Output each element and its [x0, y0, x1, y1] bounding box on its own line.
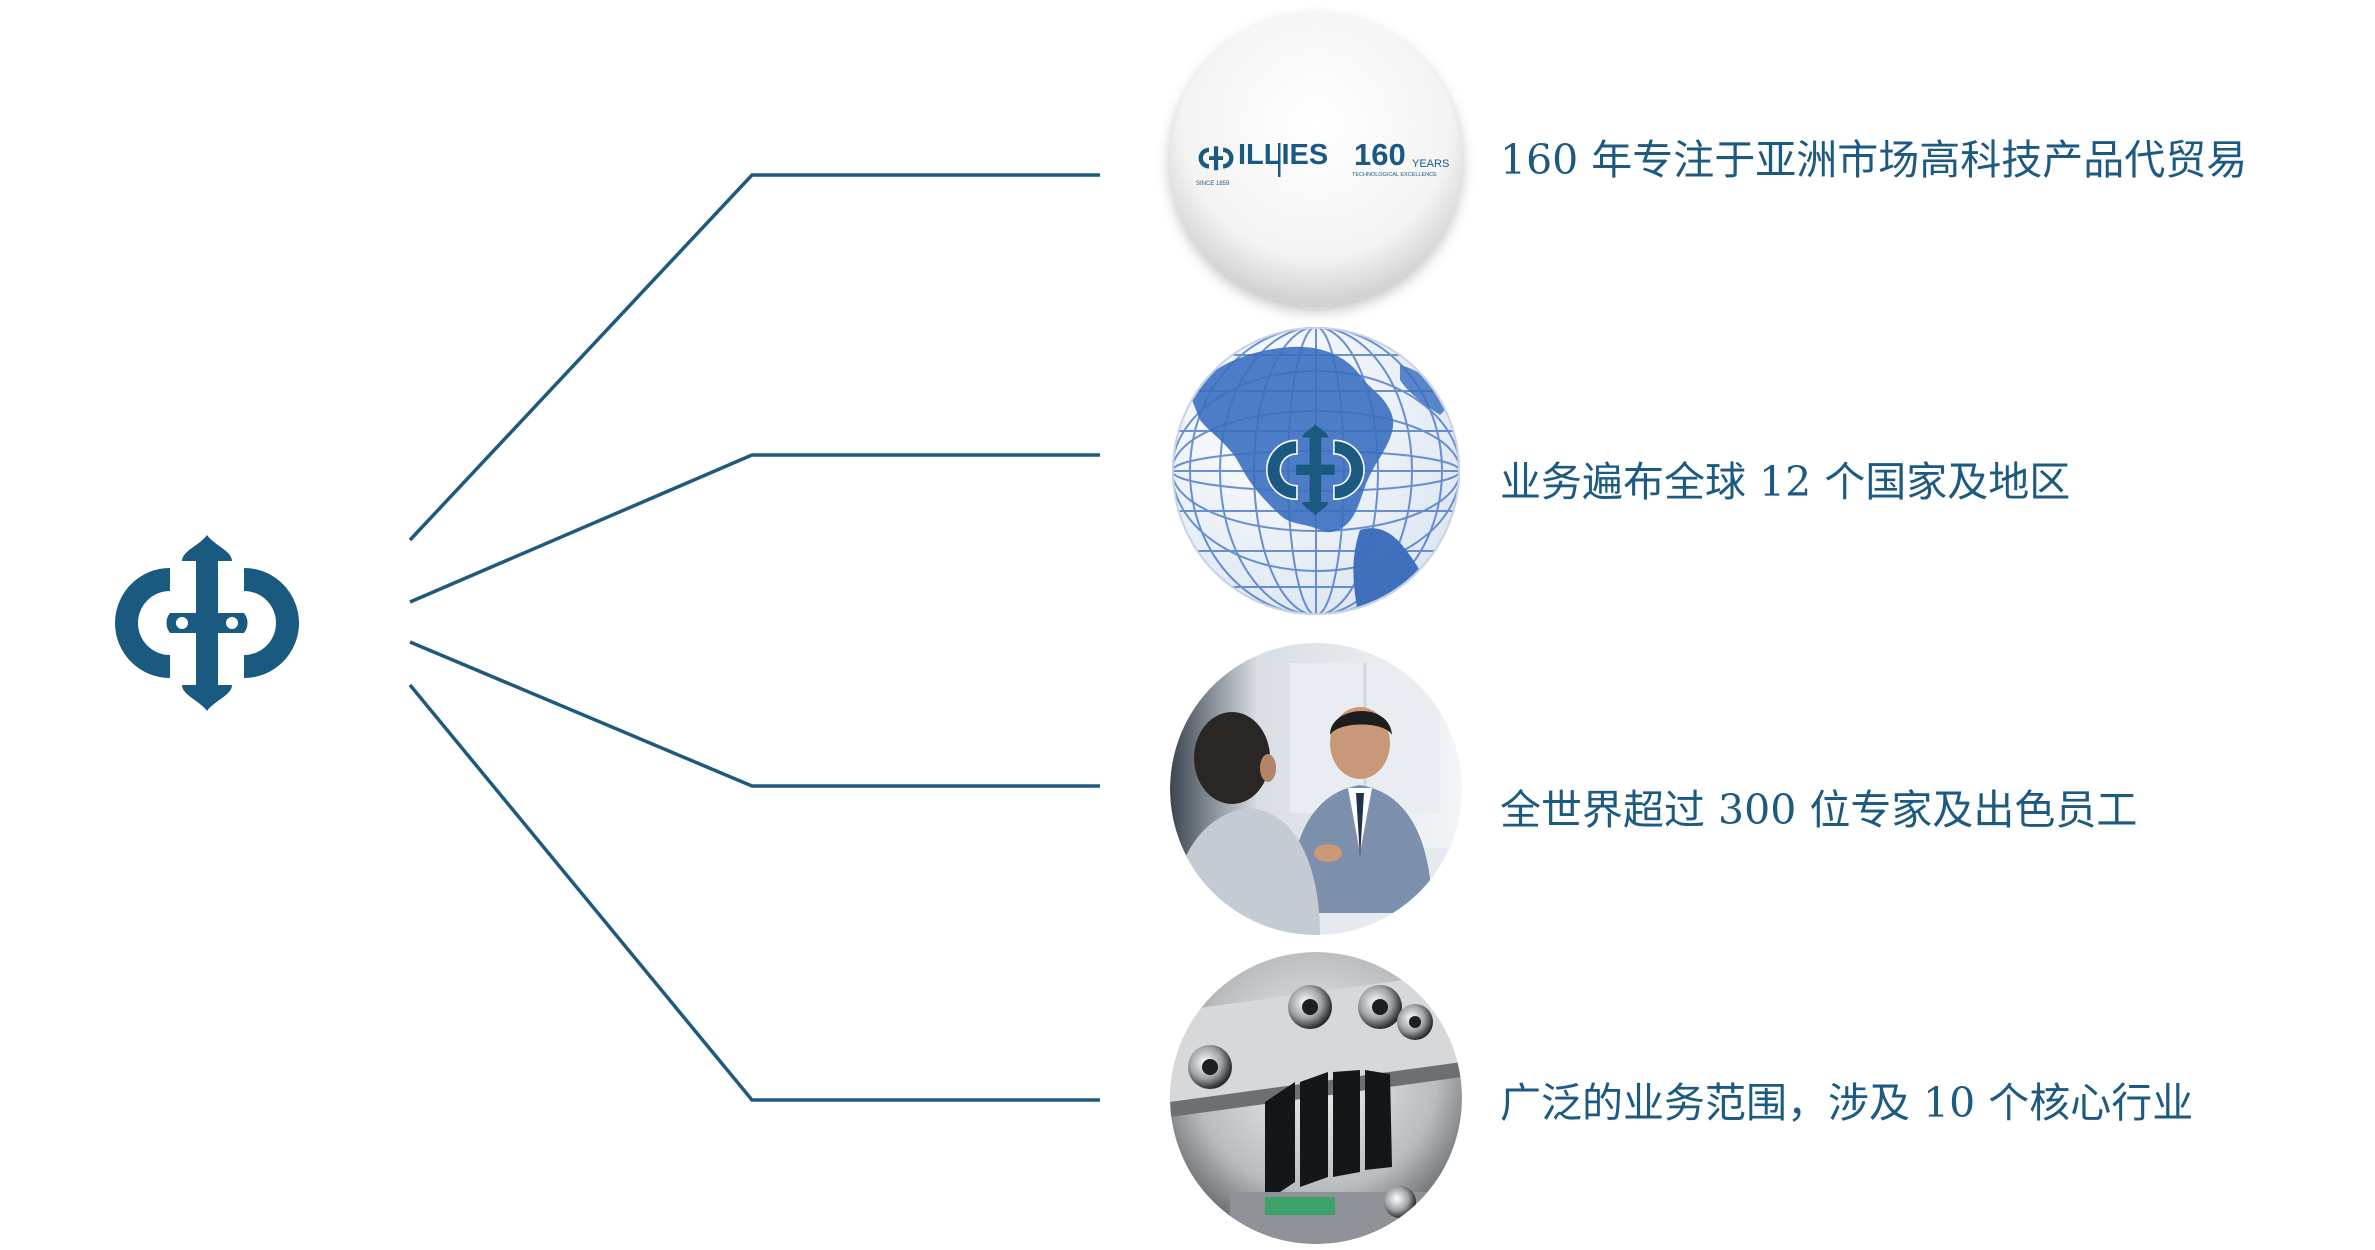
- globe-icon: [1172, 327, 1460, 615]
- badge-brand: ILLIES: [1238, 139, 1329, 171]
- branch-label-experts: 全世界超过 300 位专家及出色员工: [1500, 786, 2138, 834]
- connector-line-2: [409, 453, 1100, 604]
- connector-line-4: [408, 683, 1100, 1102]
- badge-years-number: 160: [1354, 137, 1406, 172]
- branch-label-industries: 广泛的业务范围，涉及 10 个核心行业: [1500, 1079, 2194, 1127]
- globe: [1170, 325, 1462, 617]
- business-meeting-photo-icon: [1170, 643, 1462, 935]
- branch-label-history: 160 年专注于亚洲市场高科技产品代贸易: [1500, 136, 2248, 184]
- branch-label-global-presence: 业务遍布全球 12 个国家及地区: [1500, 458, 2071, 506]
- connector-line-1: [408, 173, 1100, 542]
- industrial-machinery-photo-icon: [1170, 952, 1462, 1244]
- connector-line-3: [409, 640, 1100, 788]
- illies-monogram-icon: [114, 535, 300, 711]
- badge-years-unit: YEARS: [1412, 158, 1450, 170]
- illies-160-years-badge: ILLIES 160 YEARS SINCE 1859 TECHNOLOGICA…: [1170, 13, 1462, 305]
- badge-tagline: TECHNOLOGICAL EXCELLENCE: [1352, 172, 1437, 178]
- illies-160-years-badge-icon: [1170, 13, 1462, 305]
- industrial-machinery-photo: [1170, 952, 1462, 1244]
- business-meeting-photo: [1170, 643, 1462, 935]
- badge-since: SINCE 1859: [1196, 181, 1230, 187]
